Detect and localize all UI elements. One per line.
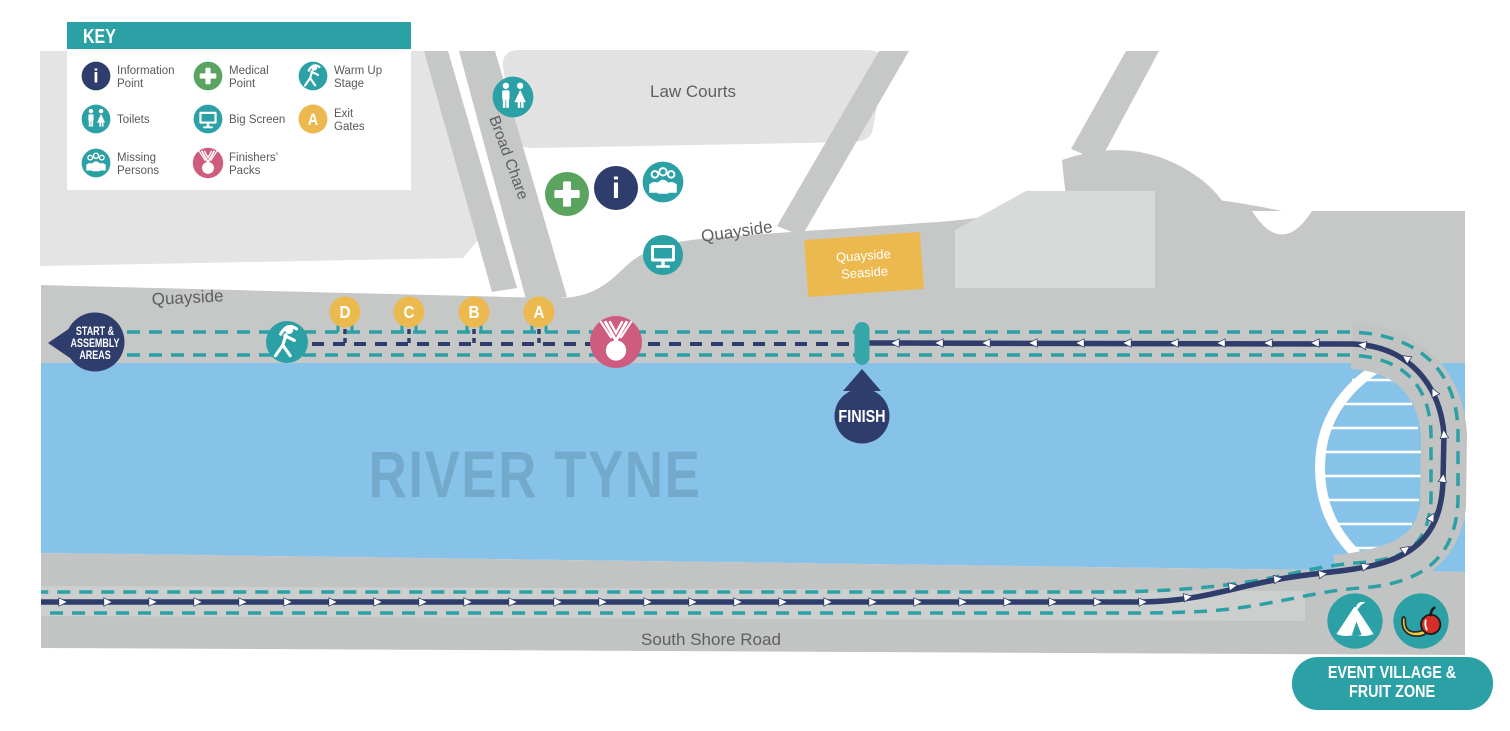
gate-letter-c: C (403, 302, 414, 322)
start-marker: START & ASSEMBLY AREAS (48, 312, 125, 372)
key-label: Medical (229, 65, 269, 77)
key-label: Warm Up (334, 65, 382, 77)
information-point-icon (81, 61, 111, 91)
toilets-icon (492, 76, 534, 118)
exit-gate-a: A (523, 296, 555, 328)
key-label: Exit (334, 108, 354, 120)
road-diagonal-left (424, 51, 517, 292)
finishers-packs-icon (588, 314, 644, 370)
exit-gate-d: D (329, 296, 361, 328)
start-arrow (48, 328, 70, 358)
building-block (955, 191, 1155, 288)
key-label: Gates (334, 121, 365, 133)
gate-letter-b: B (468, 302, 479, 322)
south-shore-road-label: South Shore Road (641, 630, 781, 649)
event-village-banner: EVENT VILLAGE & FRUIT ZONE (1292, 657, 1493, 710)
key-label: Packs (229, 165, 261, 177)
key-item-toilets: Toilets (81, 104, 150, 134)
law-courts-block (502, 50, 885, 149)
event-village-tent-icon (1327, 593, 1383, 649)
key-label: Point (117, 78, 144, 90)
finish-line-bar (854, 322, 870, 365)
warm-up-stage-icon (297, 60, 329, 92)
quayside-seaside-line1: Quayside (835, 246, 891, 265)
big-screen-icon (643, 235, 683, 275)
key-label: Big Screen (229, 114, 285, 126)
quayside-upper-label: Quayside (151, 286, 224, 309)
event-village-line1: EVENT VILLAGE & (1328, 664, 1457, 683)
fruit-zone-icon (1392, 592, 1450, 650)
key-label: Finishers’ (229, 152, 278, 164)
medical-point-icon (193, 61, 223, 91)
road-broad-chare (459, 51, 567, 303)
key-item-information-point: Information Point (81, 61, 175, 91)
key-body (67, 49, 411, 190)
medical-point-icon (545, 172, 589, 216)
finishers-packs-icon (191, 146, 225, 180)
key-item-big-screen: Big Screen (193, 104, 285, 134)
key-panel: KEY Information Point Medical Point Warm… (67, 22, 411, 190)
toilets-icon (81, 104, 111, 134)
river-tyne-label: RIVER TYNE (369, 437, 702, 511)
white-notch (1252, 211, 1312, 235)
start-line1: START & (76, 326, 115, 338)
key-label: Information (117, 65, 175, 77)
start-line2: ASSEMBLY (71, 338, 120, 350)
key-title: KEY (83, 25, 116, 47)
exit-gate-b: B (458, 296, 490, 328)
key-item-warm-up-stage: Warm Up Stage (297, 60, 382, 92)
quayside-seaside-box: Quayside Seaside (804, 232, 924, 297)
exit-gates: D C B A (329, 296, 555, 328)
key-label: Toilets (117, 114, 150, 126)
key-item-exit-gates: A Exit Gates (298, 104, 365, 134)
missing-persons-icon (641, 160, 685, 204)
quayside-seaside-line2: Seaside (841, 263, 889, 281)
start-line3: AREAS (79, 350, 110, 362)
finish-label: FINISH (838, 407, 885, 427)
road-diagonal-right2 (1071, 51, 1159, 161)
event-village-line2: FRUIT ZONE (1349, 683, 1435, 702)
key-label: Point (229, 78, 256, 90)
key-header-bar (67, 22, 411, 49)
road-diagonal-right1 (777, 51, 909, 236)
information-point-icon (594, 166, 638, 210)
exit-gates-icon: A (308, 111, 318, 129)
finish-marker: FINISH (834, 322, 890, 444)
exit-gate-c: C (393, 296, 425, 328)
key-item-missing-persons: Missing Persons (80, 147, 159, 179)
key-label: Persons (117, 165, 159, 177)
big-screen-icon (193, 104, 223, 134)
key-item-finishers-packs: Finishers’ Packs (191, 146, 278, 180)
finish-pointer (843, 369, 881, 391)
river (41, 363, 1465, 572)
race-route (41, 321, 1460, 615)
key-item-medical-point: Medical Point (193, 61, 269, 91)
gate-letter-a: A (533, 302, 544, 322)
warm-up-stage-icon (264, 319, 310, 365)
key-label: Stage (334, 78, 364, 90)
missing-persons-icon (80, 147, 112, 179)
key-label: Missing (117, 152, 156, 164)
gate-letter-d: D (339, 302, 350, 322)
law-courts-label: Law Courts (650, 82, 736, 101)
